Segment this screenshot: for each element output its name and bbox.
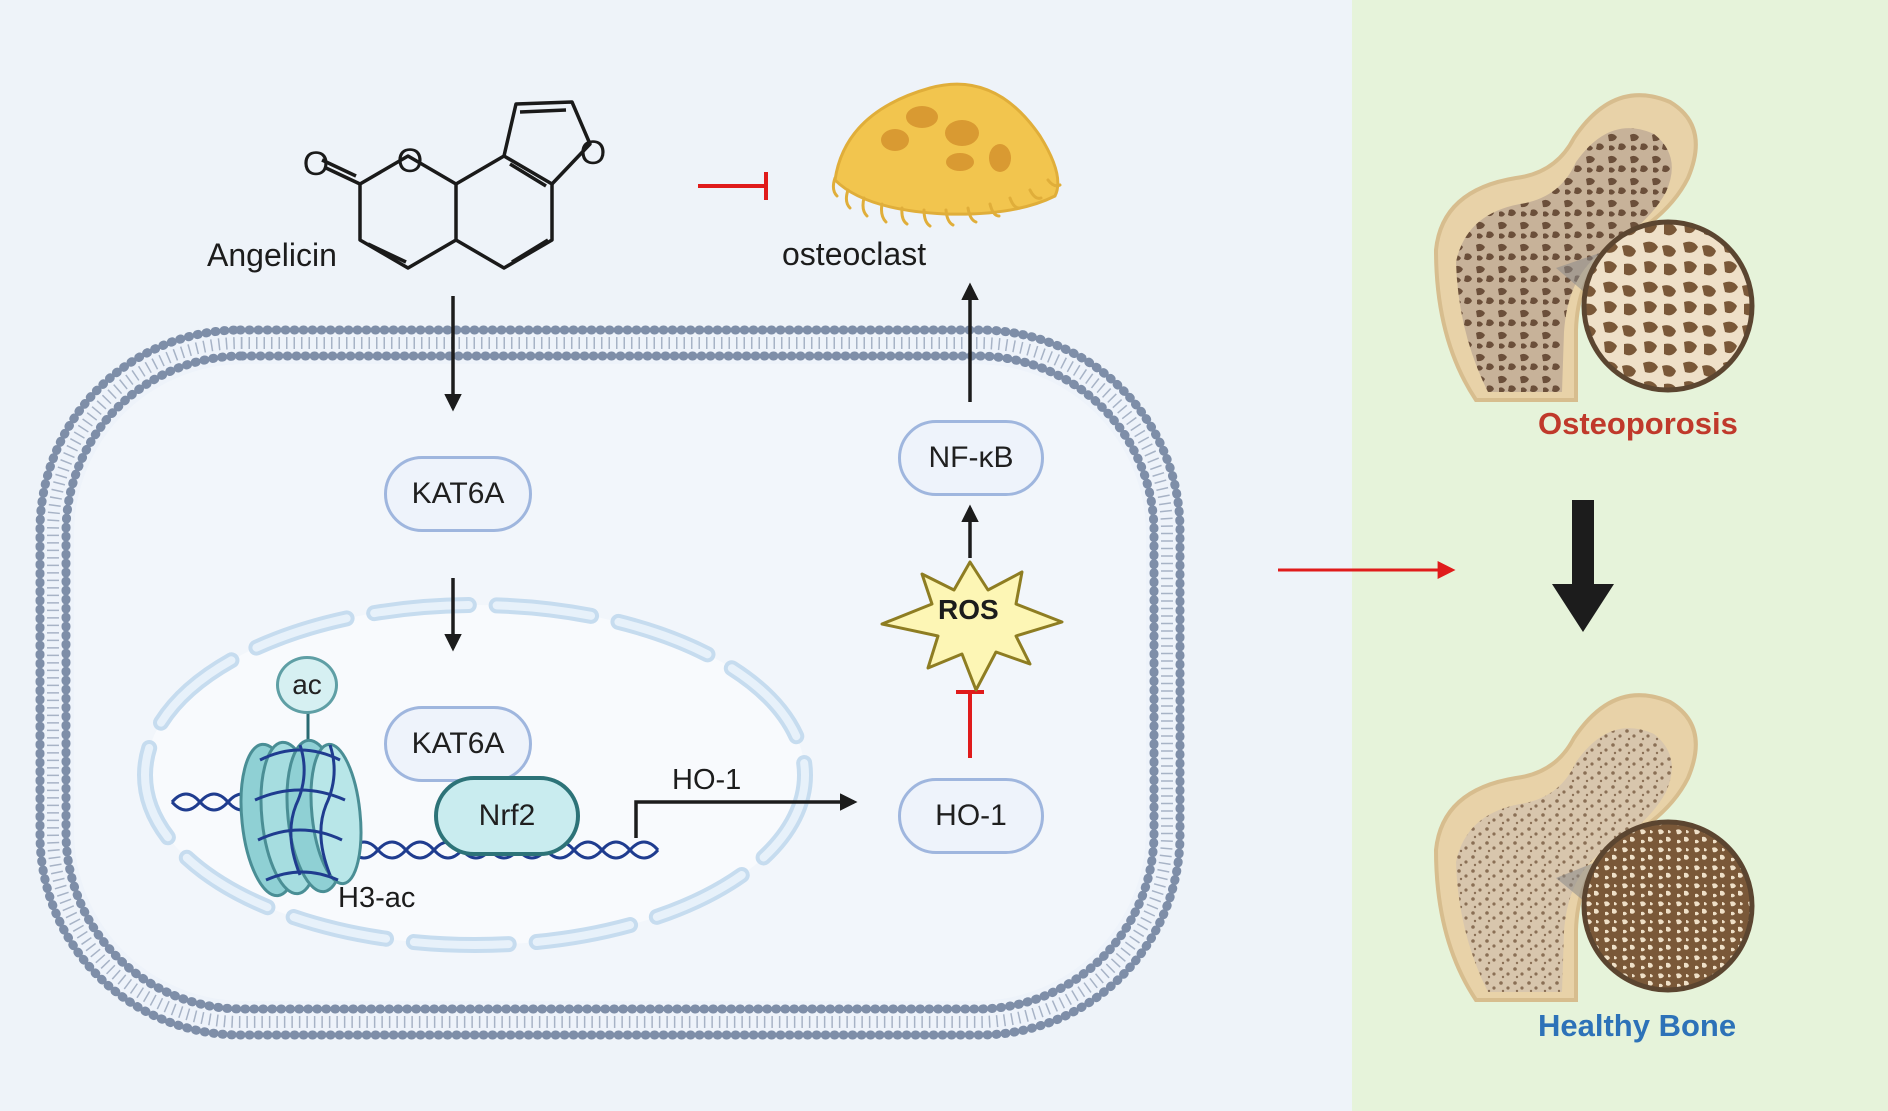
healthy-bone-label: Healthy Bone	[1538, 1008, 1737, 1043]
arrow-ho1-gene-to-protein	[634, 793, 858, 838]
angelicin-label: Angelicin	[207, 237, 337, 273]
angelicin-structure	[321, 100, 592, 270]
kat6a-nucleus-node: KAT6A	[384, 706, 532, 782]
osteoclast-label: osteoclast	[782, 236, 927, 272]
outcome-down-arrow	[1552, 500, 1614, 632]
femur-bone-healthy	[1433, 693, 1755, 1002]
ho1-gene-label: HO-1	[672, 764, 742, 796]
ros-burst	[880, 560, 1064, 692]
nucleosome	[239, 710, 363, 898]
nfkb-node: NF-κB	[898, 420, 1044, 496]
atom-carbonyl-o: O	[303, 145, 329, 183]
nrf2-node: Nrf2	[434, 776, 580, 856]
atom-ring-o: O	[397, 142, 423, 180]
femur-bone-osteoporosis	[1433, 93, 1755, 402]
ros-label: ROS	[938, 594, 999, 625]
magnifier-lens-osteoporosis	[1581, 219, 1755, 393]
inhibit-osteoclast-bar	[698, 172, 768, 200]
magnifier-lens-healthy	[1581, 819, 1755, 993]
inhibit-ros-bar	[956, 690, 984, 758]
atom-furan-o: O	[580, 134, 606, 172]
acetyl-group-node: ac	[276, 656, 338, 714]
osteoporosis-label: Osteoporosis	[1538, 406, 1738, 441]
h3ac-label: H3-ac	[338, 882, 416, 914]
osteoclast-cell	[831, 82, 1062, 228]
kat6a-cytoplasm-node: KAT6A	[384, 456, 532, 532]
ho1-protein-node: HO-1	[898, 778, 1044, 854]
